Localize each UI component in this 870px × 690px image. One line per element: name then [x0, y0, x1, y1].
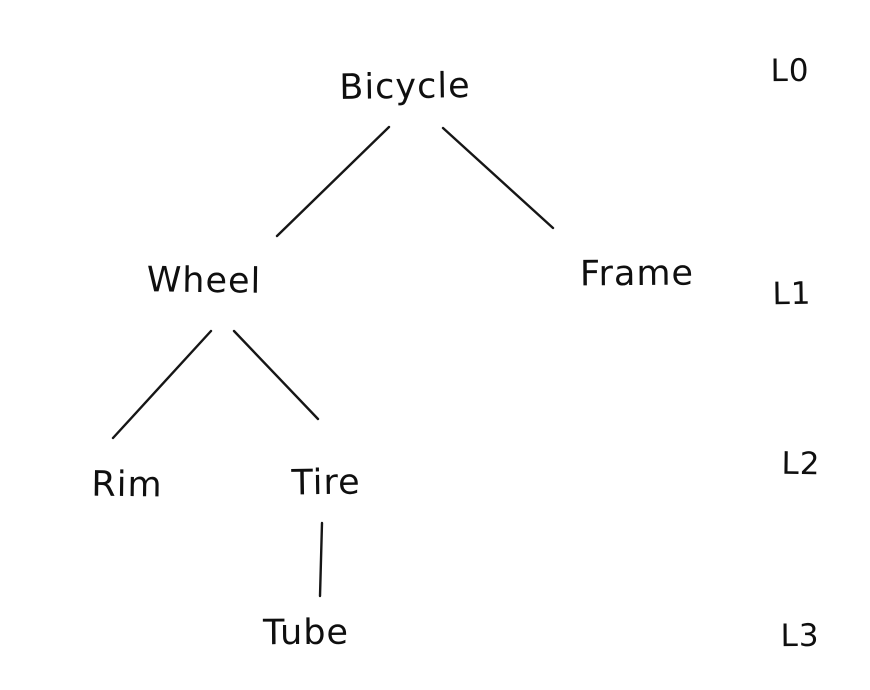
edge-tire-tube: [318, 521, 324, 598]
level-label-l2: L2: [781, 445, 821, 483]
edge-wheel-rim: [111, 329, 213, 440]
level-label-l0: L0: [770, 52, 810, 90]
node-wheel: Wheel: [146, 260, 262, 302]
edge-wheel-tire: [232, 329, 320, 421]
node-frame: Frame: [579, 253, 695, 295]
edge-bicycle-frame: [441, 126, 555, 230]
level-label-l1: L1: [772, 275, 812, 313]
node-bicycle: Bicycle: [339, 66, 471, 108]
node-tire: Tire: [291, 462, 361, 504]
edge-bicycle-wheel: [275, 125, 391, 238]
node-rim: Rim: [91, 464, 163, 506]
node-tube: Tube: [262, 612, 350, 654]
level-label-l3: L3: [780, 617, 820, 655]
